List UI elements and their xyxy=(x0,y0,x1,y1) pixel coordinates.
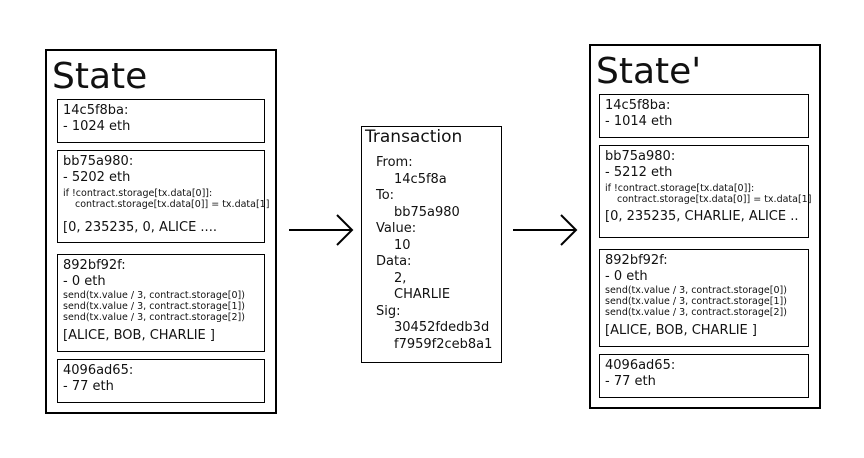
contract-code-line: send(tx.value / 3, contract.storage[2]) xyxy=(63,312,245,323)
transaction-box: Transaction From: 14c5f8a To: bb75a980 V… xyxy=(361,126,502,363)
account-box-14c5f8ba: 14c5f8ba: - 1014 eth xyxy=(599,94,809,138)
tx-from-label: From: xyxy=(376,155,413,170)
account-box-892bf92f: 892bf92f: - 0 eth send(tx.value / 3, con… xyxy=(599,249,809,347)
tx-to-value: bb75a980 xyxy=(394,204,460,220)
account-address: bb75a980: xyxy=(63,154,134,169)
contract-code-line: if !contract.storage[tx.data[0]]: xyxy=(605,183,755,194)
account-balance: - 1014 eth xyxy=(605,114,673,129)
state-prime-title: State' xyxy=(596,51,702,92)
account-box-14c5f8ba: 14c5f8ba: - 1024 eth xyxy=(57,99,265,143)
contract-storage: [0, 235235, CHARLIE, ALICE .. xyxy=(605,209,799,224)
account-balance: - 77 eth xyxy=(63,379,114,394)
contract-code-line: if !contract.storage[tx.data[0]]: xyxy=(63,188,213,199)
state-panel: State 14c5f8ba: - 1024 eth bb75a980: - 5… xyxy=(45,49,277,414)
transaction-title: Transaction xyxy=(365,127,463,147)
account-box-bb75a980: bb75a980: - 5202 eth if !contract.storag… xyxy=(57,150,270,243)
contract-storage: [0, 235235, 0, ALICE .... xyxy=(63,220,217,235)
account-balance: - 5202 eth xyxy=(63,170,131,185)
account-box-4096ad65: 4096ad65: - 77 eth xyxy=(599,354,809,398)
account-address: bb75a980: xyxy=(605,149,676,164)
contract-code-line: send(tx.value / 3, contract.storage[0]) xyxy=(63,290,245,301)
state-prime-panel: State' 14c5f8ba: - 1014 eth bb75a980: - … xyxy=(589,44,821,409)
account-box-892bf92f: 892bf92f: - 0 eth send(tx.value / 3, con… xyxy=(57,254,265,352)
tx-data-value: 2, xyxy=(394,270,407,286)
account-address: 4096ad65: xyxy=(63,363,134,378)
tx-to-label: To: xyxy=(376,188,395,203)
tx-value-value: 10 xyxy=(394,237,411,253)
account-box-4096ad65: 4096ad65: - 77 eth xyxy=(57,359,265,403)
contract-storage: [ALICE, BOB, CHARLIE ] xyxy=(605,323,757,338)
contract-code-line: contract.storage[tx.data[0]] = tx.data[1… xyxy=(617,194,812,205)
contract-code-line: send(tx.value / 3, contract.storage[1]) xyxy=(605,296,787,307)
tx-sig-value: f7959f2ceb8a1 xyxy=(394,336,493,352)
account-balance: - 77 eth xyxy=(605,374,656,389)
account-box-bb75a980: bb75a980: - 5212 eth if !contract.storag… xyxy=(599,145,812,238)
account-balance: - 0 eth xyxy=(63,274,106,289)
account-balance: - 5212 eth xyxy=(605,165,673,180)
account-address: 4096ad65: xyxy=(605,358,676,373)
tx-from-value: 14c5f8a xyxy=(394,171,447,187)
state-title: State xyxy=(52,56,148,97)
account-balance: - 0 eth xyxy=(605,269,648,284)
contract-code-line: send(tx.value / 3, contract.storage[0]) xyxy=(605,285,787,296)
contract-code-line: send(tx.value / 3, contract.storage[2]) xyxy=(605,307,787,318)
contract-code-line: send(tx.value / 3, contract.storage[1]) xyxy=(63,301,245,312)
tx-data-label: Data: xyxy=(376,254,412,269)
arrow-right-icon xyxy=(513,214,578,246)
account-balance: - 1024 eth xyxy=(63,119,131,134)
tx-sig-value: 30452fdedb3d xyxy=(394,320,490,335)
contract-storage: [ALICE, BOB, CHARLIE ] xyxy=(63,328,215,343)
arrow-right-icon xyxy=(289,214,354,246)
account-address: 892bf92f: xyxy=(63,258,126,273)
account-address: 14c5f8ba: xyxy=(63,103,129,118)
tx-sig-label: Sig: xyxy=(376,303,401,319)
account-address: 14c5f8ba: xyxy=(605,98,671,113)
tx-value-label: Value: xyxy=(376,221,417,236)
contract-code-line: contract.storage[tx.data[0]] = tx.data[1… xyxy=(75,199,270,210)
tx-data-value: CHARLIE xyxy=(394,287,451,302)
account-address: 892bf92f: xyxy=(605,253,668,268)
